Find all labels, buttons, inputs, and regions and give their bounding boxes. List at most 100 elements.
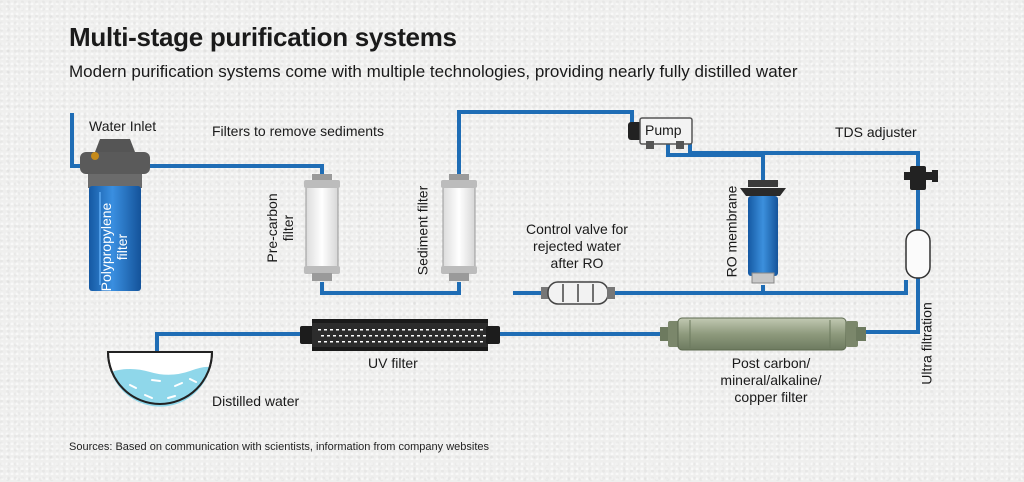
label-control-valve: Control valve for rejected water after R… [526, 221, 628, 271]
uv-dot [336, 341, 339, 343]
uv-dot [336, 329, 339, 331]
label-filters-sediments: Filters to remove sediments [212, 123, 384, 139]
label-water-inlet: Water Inlet [89, 118, 157, 134]
uv-dot [456, 329, 459, 331]
uv-dot [378, 329, 381, 331]
label-post-carbon: Post carbon/ mineral/alkaline/ copper fi… [720, 355, 822, 405]
sediment-filter [441, 174, 477, 281]
pipe-to-pump [457, 110, 634, 178]
pipe-to-precarbon [140, 164, 324, 178]
label-pump: Pump [645, 122, 682, 138]
uv-dot [408, 329, 411, 331]
uv-dot [429, 335, 432, 337]
label-distilled-water: Distilled water [212, 393, 300, 409]
uv-dot [441, 335, 444, 337]
uv-dot [324, 329, 327, 331]
uv-dot [426, 341, 429, 343]
uv-dot [378, 341, 381, 343]
uv-dot [330, 329, 333, 331]
pipe-bottom-link [320, 282, 461, 295]
label-tds-adjuster: TDS adjuster [835, 124, 917, 140]
uv-dot [450, 329, 453, 331]
uv-dot [369, 335, 372, 337]
pipe-network [70, 110, 920, 358]
uv-dot [396, 341, 399, 343]
uv-dot [348, 341, 351, 343]
uv-dot [360, 341, 363, 343]
uv-dot [396, 329, 399, 331]
uv-dot [411, 335, 414, 337]
uv-dot [384, 341, 387, 343]
uv-dot [408, 341, 411, 343]
uv-dot [387, 335, 390, 337]
uv-filter [300, 319, 500, 351]
ultra-filtration-unit [905, 229, 931, 279]
uv-dot [414, 341, 417, 343]
uv-dot [372, 341, 375, 343]
label-ultra-filtration: Ultra filtration [918, 302, 935, 385]
pipe-reject-2 [615, 280, 908, 295]
uv-dot [435, 335, 438, 337]
uv-dot [444, 329, 447, 331]
uv-dot [420, 341, 423, 343]
uv-dot [354, 329, 357, 331]
uv-dot [348, 329, 351, 331]
uv-dot [417, 335, 420, 337]
uv-dot [351, 335, 354, 337]
diagram-title: Multi-stage purification systems [69, 22, 457, 52]
uv-dot [480, 329, 483, 331]
uv-dot [342, 341, 345, 343]
uv-dot [399, 335, 402, 337]
label-ro-membrane: RO membrane [723, 185, 740, 278]
pre-carbon-filter [304, 174, 340, 281]
uv-dot [327, 335, 330, 337]
uv-dot [438, 341, 441, 343]
uv-dot [462, 329, 465, 331]
uv-dot [393, 335, 396, 337]
uv-dot [384, 329, 387, 331]
uv-dot [432, 329, 435, 331]
pipe-ultra-out [864, 278, 920, 334]
control-valve [541, 281, 615, 305]
uv-dot [324, 341, 327, 343]
uv-dot [318, 341, 321, 343]
pipe-to-tds [688, 140, 920, 169]
uv-dot [480, 341, 483, 343]
label-pre-carbon: Pre-carbon filter [264, 193, 296, 263]
uv-dot [477, 335, 480, 337]
uv-dot [345, 335, 348, 337]
uv-dot [402, 341, 405, 343]
label-uv-filter: UV filter [368, 355, 418, 371]
pipe-uv-to-bowl [155, 332, 302, 358]
uv-dot [483, 335, 486, 337]
tds-adjuster [904, 166, 938, 190]
uv-dot [363, 335, 366, 337]
uv-dot [342, 329, 345, 331]
uv-dot [360, 329, 363, 331]
uv-dot [468, 341, 471, 343]
uv-dot [468, 329, 471, 331]
uv-dot [471, 335, 474, 337]
label-sediment-filter: Sediment filter [414, 185, 431, 276]
uv-dot [474, 329, 477, 331]
uv-dot [381, 335, 384, 337]
uv-dot [474, 341, 477, 343]
uv-dot [390, 329, 393, 331]
uv-dot [339, 335, 342, 337]
uv-dot [420, 329, 423, 331]
uv-dot [330, 341, 333, 343]
uv-dot [375, 335, 378, 337]
uv-dot [423, 335, 426, 337]
uv-dot [405, 335, 408, 337]
uv-dot [390, 341, 393, 343]
uv-dot [453, 335, 456, 337]
uv-dot [462, 341, 465, 343]
polypropylene-filter [80, 139, 150, 291]
uv-dot [426, 329, 429, 331]
distilled-water-bowl [106, 351, 214, 407]
uv-dot [366, 341, 369, 343]
post-carbon-filter [660, 317, 866, 351]
uv-dot [444, 341, 447, 343]
uv-dot [450, 341, 453, 343]
